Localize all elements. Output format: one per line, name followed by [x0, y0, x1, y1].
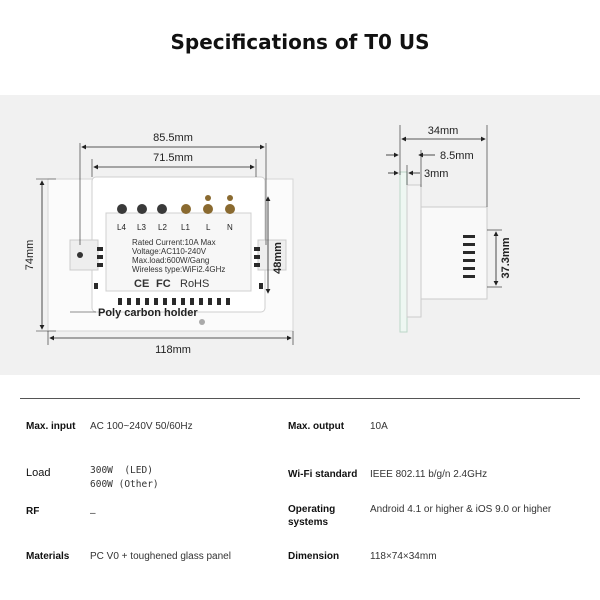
spec-label-max-input: Max. input	[26, 421, 76, 432]
spec-label-os-line2: systems	[288, 517, 329, 528]
spec-value-max-input: AC 100~240V 50/60Hz	[90, 421, 193, 432]
left-screw-hole	[77, 252, 83, 258]
glass-panel	[399, 171, 408, 333]
spec-value-rf: –	[90, 508, 96, 519]
section-divider	[20, 398, 580, 399]
spec-value-load-led: 300W (LED)	[90, 465, 153, 476]
spec-value-dimension: 118×74×34mm	[370, 551, 437, 562]
spec-label-materials: Materials	[26, 551, 70, 562]
spec-value-load-other: 600W (Other)	[90, 479, 159, 490]
side-body	[420, 206, 488, 300]
dim-depth-front: 3mm	[424, 168, 448, 180]
ce-mark: CE	[134, 278, 149, 290]
terminal-label: L2	[158, 223, 167, 232]
rating-line: Wireless type:WiFi2.4GHz	[132, 265, 225, 274]
bottom-hole	[199, 319, 205, 325]
spec-value-max-output: 10A	[370, 421, 388, 432]
side-vents	[94, 247, 263, 289]
diagram-area: L4 L3 L2 L1 L N Rated Current:10A Max Vo…	[0, 95, 600, 375]
dim-width-inner: 71.5mm	[153, 152, 193, 164]
terminal-label: L4	[117, 223, 126, 232]
right-ear	[257, 239, 287, 271]
dim-height-body: 37.3mm	[500, 237, 512, 278]
page-title: Specifications of T0 US	[170, 30, 430, 54]
spec-label-dimension: Dimension	[288, 551, 340, 562]
front-view: L4 L3 L2 L1 L N Rated Current:10A Max Vo…	[24, 132, 294, 356]
rating-line: Voltage:AC110-240V	[132, 247, 207, 256]
terminal-label: N	[227, 223, 233, 232]
spec-label-os: Operating systems	[288, 503, 335, 529]
side-terminals	[463, 235, 475, 278]
fc-mark: FC	[156, 278, 171, 290]
terminal-screws	[117, 195, 235, 214]
side-flange	[406, 184, 422, 318]
dim-width-total: 118mm	[155, 344, 191, 356]
terminal-label: L3	[137, 223, 146, 232]
label-panel	[105, 212, 252, 292]
left-ear	[69, 239, 99, 271]
dim-width-outer: 85.5mm	[153, 132, 193, 144]
rohs-mark: RoHS	[180, 278, 209, 290]
spec-label-rf: RF	[26, 506, 40, 517]
rating-line: Rated Current:10A Max	[132, 238, 216, 247]
dim-depth-total: 34mm	[428, 125, 459, 137]
spec-value-os: Android 4.1 or higher & iOS 9.0 or highe…	[370, 504, 552, 515]
dim-height-inner: 48mm	[272, 242, 284, 274]
dim-depth-mid: 8.5mm	[440, 150, 474, 162]
terminal-label: L1	[181, 223, 190, 232]
spec-label-wifi: Wi-Fi standard	[288, 469, 358, 480]
side-view: 34mm 8.5mm 3mm 37.3mm	[386, 125, 512, 333]
spec-value-wifi: IEEE 802.11 b/g/n 2.4GHz	[370, 469, 488, 480]
spec-value-materials: PC V0 + toughened glass panel	[90, 551, 231, 562]
rating-line: Max.load:600W/Gang	[132, 256, 209, 265]
dimension-drawing: L4 L3 L2 L1 L N Rated Current:10A Max Vo…	[24, 125, 512, 356]
terminal-label: L	[206, 223, 211, 232]
spec-label-load: Load	[26, 467, 51, 479]
dim-height-total: 74mm	[24, 240, 36, 271]
poly-carbon-callout: Poly carbon holder	[98, 307, 198, 319]
spec-label-max-output: Max. output	[288, 421, 345, 432]
bottom-vents	[118, 298, 230, 305]
spec-label-os-line1: Operating	[288, 504, 336, 515]
